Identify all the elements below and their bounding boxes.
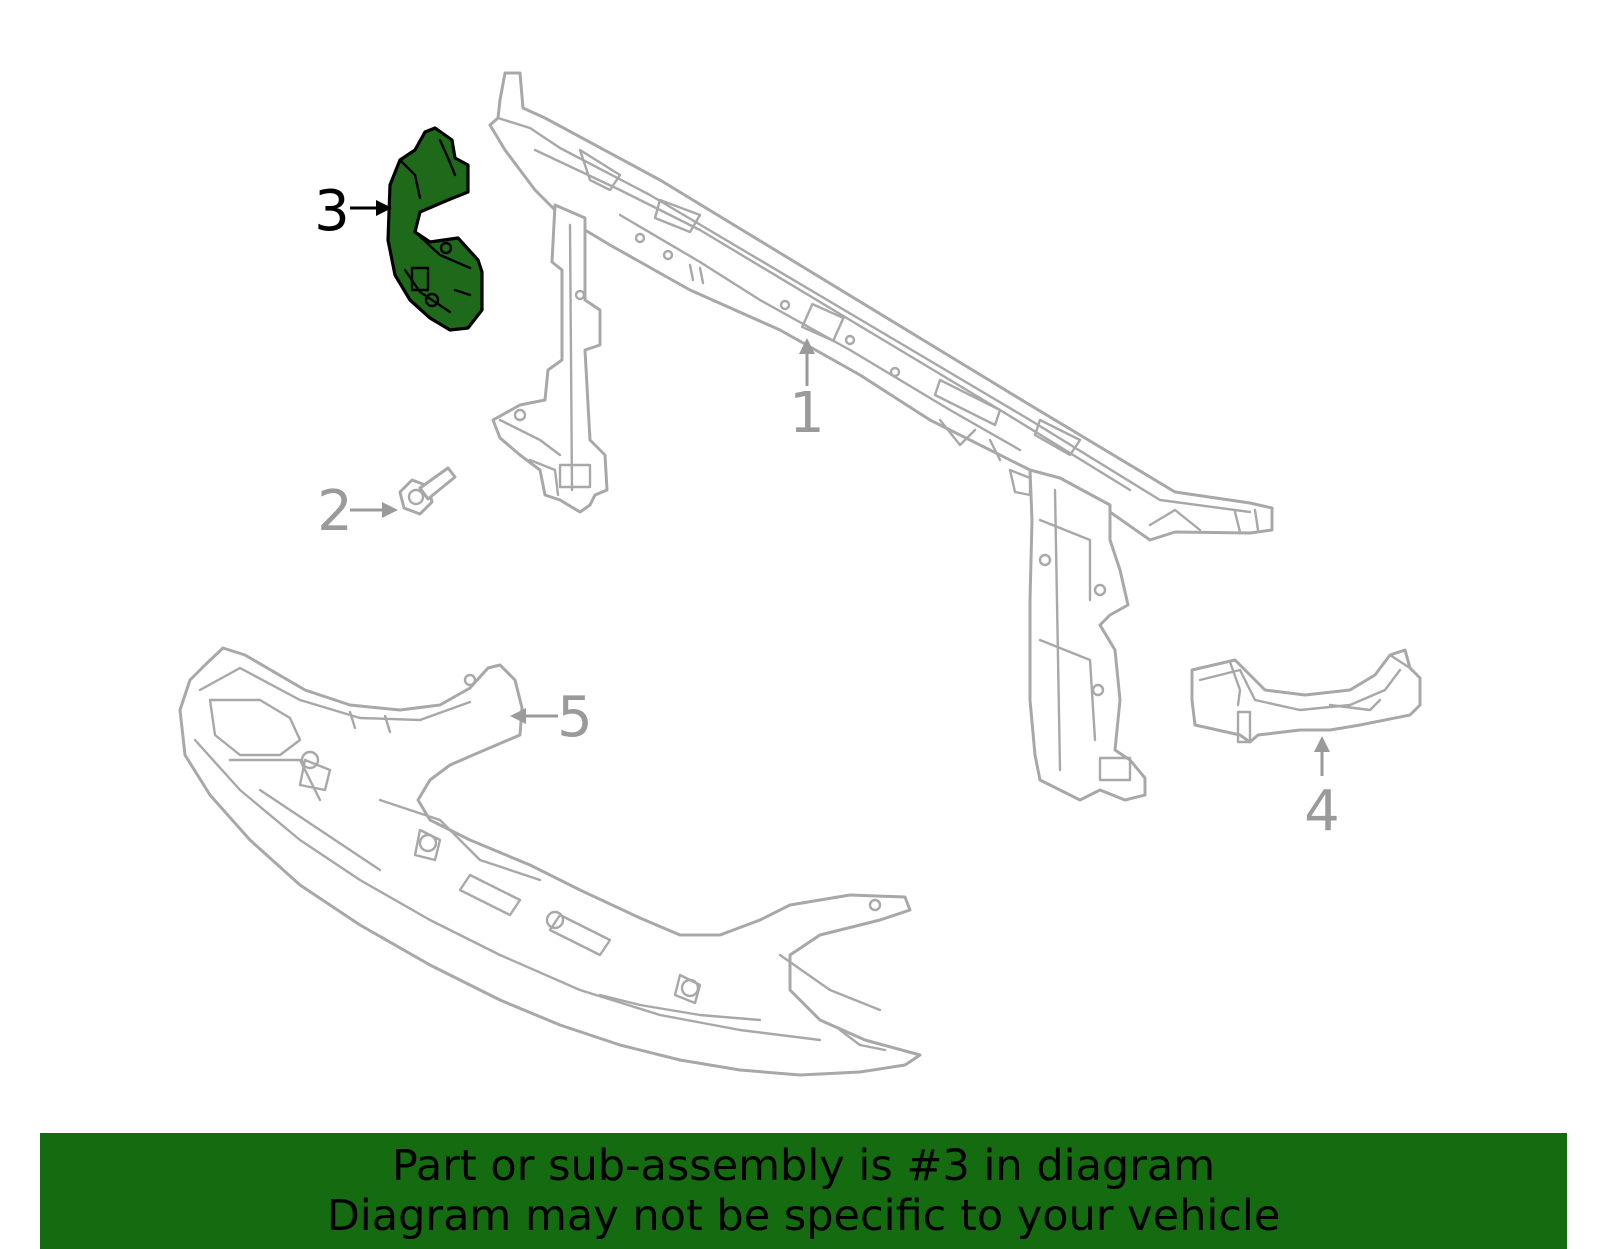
banner-line-part-number: Part or sub-assembly is #3 in diagram <box>391 1141 1216 1191</box>
part-info-banner: Part or sub-assembly is #3 in diagram Di… <box>40 1133 1567 1249</box>
callout-2-number: 2 <box>317 479 353 544</box>
part-1-radiator-support <box>488 71 1274 802</box>
banner-line-disclaimer: Diagram may not be specific to your vehi… <box>326 1191 1281 1241</box>
parts-diagram: 1 2 3 4 5 <box>178 71 1422 1077</box>
callout-2-leader <box>350 502 398 518</box>
callout-4-leader <box>1314 736 1330 776</box>
part-5-undercover <box>178 646 922 1077</box>
callout-3-leader <box>350 200 392 216</box>
part-2-bolt <box>398 466 457 516</box>
callout-5-leader <box>510 708 558 724</box>
callout-4-number: 4 <box>1304 779 1340 844</box>
callout-1-number: 1 <box>789 381 825 446</box>
callout-3-number: 3 <box>314 179 350 244</box>
part-3-bracket-highlighted <box>386 126 484 332</box>
part-4-bracket <box>1190 648 1422 744</box>
callout-5-number: 5 <box>557 685 593 750</box>
callout-1-leader <box>799 338 815 386</box>
